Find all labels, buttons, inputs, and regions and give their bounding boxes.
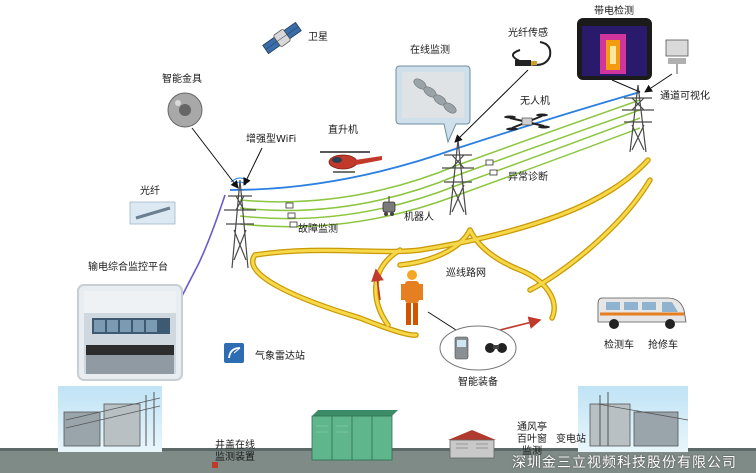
label-helicopter: 直升机 xyxy=(328,125,358,136)
fiber-cable-icon xyxy=(129,201,176,225)
label-online-monitor: 在线监测 xyxy=(410,45,450,56)
label-platform: 输电综合监控平台 xyxy=(88,262,168,273)
label-channel-visual: 通道可视化 xyxy=(660,91,710,102)
thermal-camera-icon xyxy=(577,18,652,80)
blue-line xyxy=(229,91,641,191)
van-icon xyxy=(597,297,687,329)
vent-house-icon xyxy=(448,430,496,459)
label-repair-car: 抢修车 xyxy=(648,340,678,351)
label-satellite: 卫星 xyxy=(308,32,328,43)
satellite-icon xyxy=(262,21,302,55)
label-weather-radar: 气象雷达站 xyxy=(255,351,305,362)
label-inspect-car: 检测车 xyxy=(604,340,634,351)
helicopter-icon xyxy=(320,151,382,173)
patrol-arrow-up xyxy=(371,268,384,301)
robot-icon xyxy=(382,196,396,216)
transmission-tower-icon xyxy=(224,84,654,269)
worker-icon xyxy=(401,270,423,325)
camera-icon xyxy=(665,39,689,74)
label-patrol-road: 巡线路网 xyxy=(446,268,486,279)
fiber-line xyxy=(179,194,226,301)
patrol-arrow-right xyxy=(499,316,542,331)
fiber-sensor-icon xyxy=(512,41,552,66)
label-smart-fitting: 智能金具 xyxy=(162,74,202,85)
watermark: 深圳金三立视频科技股份有限公司 xyxy=(512,455,737,471)
substation-icon xyxy=(58,386,162,452)
label-substation: 变电站 xyxy=(556,434,586,445)
fitting-icon xyxy=(167,92,203,128)
label-anomaly-diag: 异常诊断 xyxy=(508,172,548,183)
power-lines xyxy=(179,91,641,301)
label-vent: 通风亭 百叶窗 监测 xyxy=(517,422,547,457)
control-room-icon xyxy=(77,284,183,381)
substation-icon xyxy=(578,386,689,452)
fault-sensors xyxy=(285,159,498,228)
insulator-icon xyxy=(395,65,471,144)
radar-icon xyxy=(224,343,244,363)
binoculars-icon xyxy=(485,343,507,353)
label-manhole: 井盖在线 监测装置 xyxy=(215,440,255,463)
box-transformer-icon xyxy=(311,410,398,461)
label-enhanced-wifi: 增强型WiFi xyxy=(246,134,297,145)
label-robot: 机器人 xyxy=(404,212,434,223)
label-live-detect: 带电检测 xyxy=(594,6,634,17)
label-smart-equip: 智能装备 xyxy=(458,377,498,388)
label-fault-monitor: 故障监测 xyxy=(298,224,338,235)
patrol-road-network xyxy=(250,157,653,338)
label-fiber-sensor: 光纤传感 xyxy=(508,28,548,39)
handheld-device-icon xyxy=(439,325,517,371)
label-drone: 无人机 xyxy=(520,96,550,107)
drone-icon xyxy=(504,113,550,131)
label-fiber: 光纤 xyxy=(140,186,160,197)
manhole-icon xyxy=(212,462,218,468)
